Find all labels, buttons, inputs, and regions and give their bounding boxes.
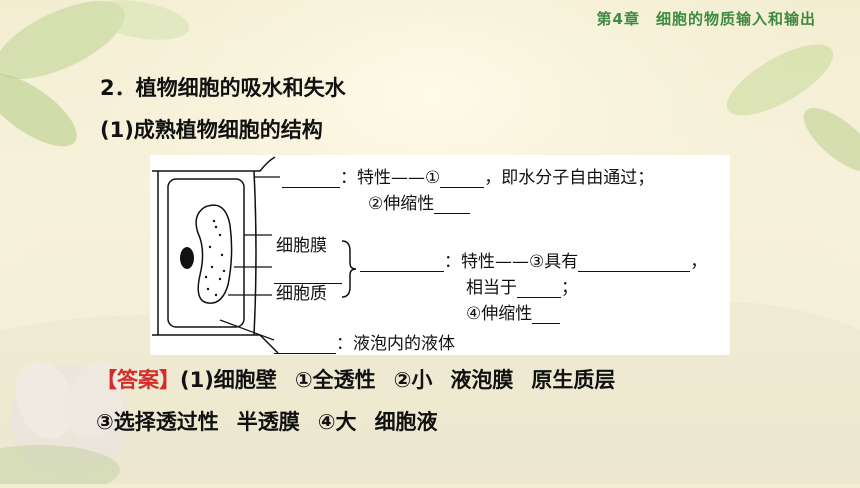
blank-2 — [434, 195, 471, 214]
blank-equivalent — [517, 279, 561, 298]
blank-cell-sap — [274, 335, 336, 354]
brace-shape — [341, 240, 357, 298]
vacuole-outline — [195, 204, 233, 304]
cytoplasm-dots — [204, 219, 226, 297]
blank-1 — [440, 169, 485, 188]
nucleus-shape — [180, 247, 194, 269]
vacuole-membrane-blank — [274, 283, 342, 284]
cell-wall-right-outline — [253, 170, 257, 336]
leader-cell-sap — [219, 319, 275, 341]
cell-membrane-outline — [167, 178, 245, 328]
layer-stretch-row: ④伸缩性 — [466, 299, 561, 324]
section-title: 2．植物细胞的吸水和失水 — [100, 76, 346, 100]
cytoplasm-label: 细胞质 — [276, 284, 327, 304]
blank-3 — [578, 253, 691, 272]
layer-equivalent-row: 相当于； — [466, 278, 578, 298]
membrane-label: 细胞膜 — [276, 236, 327, 256]
cell-wall-bottom-outline — [152, 334, 279, 354]
answer-label: 【答案】 — [96, 368, 180, 392]
cell-wall-stretch-row: ②伸缩性 — [368, 189, 471, 214]
blank-4 — [532, 305, 561, 324]
section-subtitle: (1)成熟植物细胞的结构 — [100, 118, 323, 142]
cell-wall-row: ：特性——①，即水分子自由通过； — [282, 163, 654, 188]
cell-wall-top-outline — [152, 156, 276, 172]
blank-layer — [360, 253, 444, 272]
chapter-header: 第4章 细胞的物质输入和输出 — [596, 10, 816, 28]
plant-cell-drawing — [152, 156, 357, 354]
blank-cell-wall — [282, 169, 340, 188]
cell-sap-row: ：液泡内的液体 — [274, 329, 455, 354]
cell-structure-diagram: ：特性——①，即水分子自由通过； ②伸缩性 细胞膜 细胞质 ：特性——③具有， … — [150, 155, 730, 355]
layer-property-row: ：特性——③具有， — [360, 247, 707, 272]
